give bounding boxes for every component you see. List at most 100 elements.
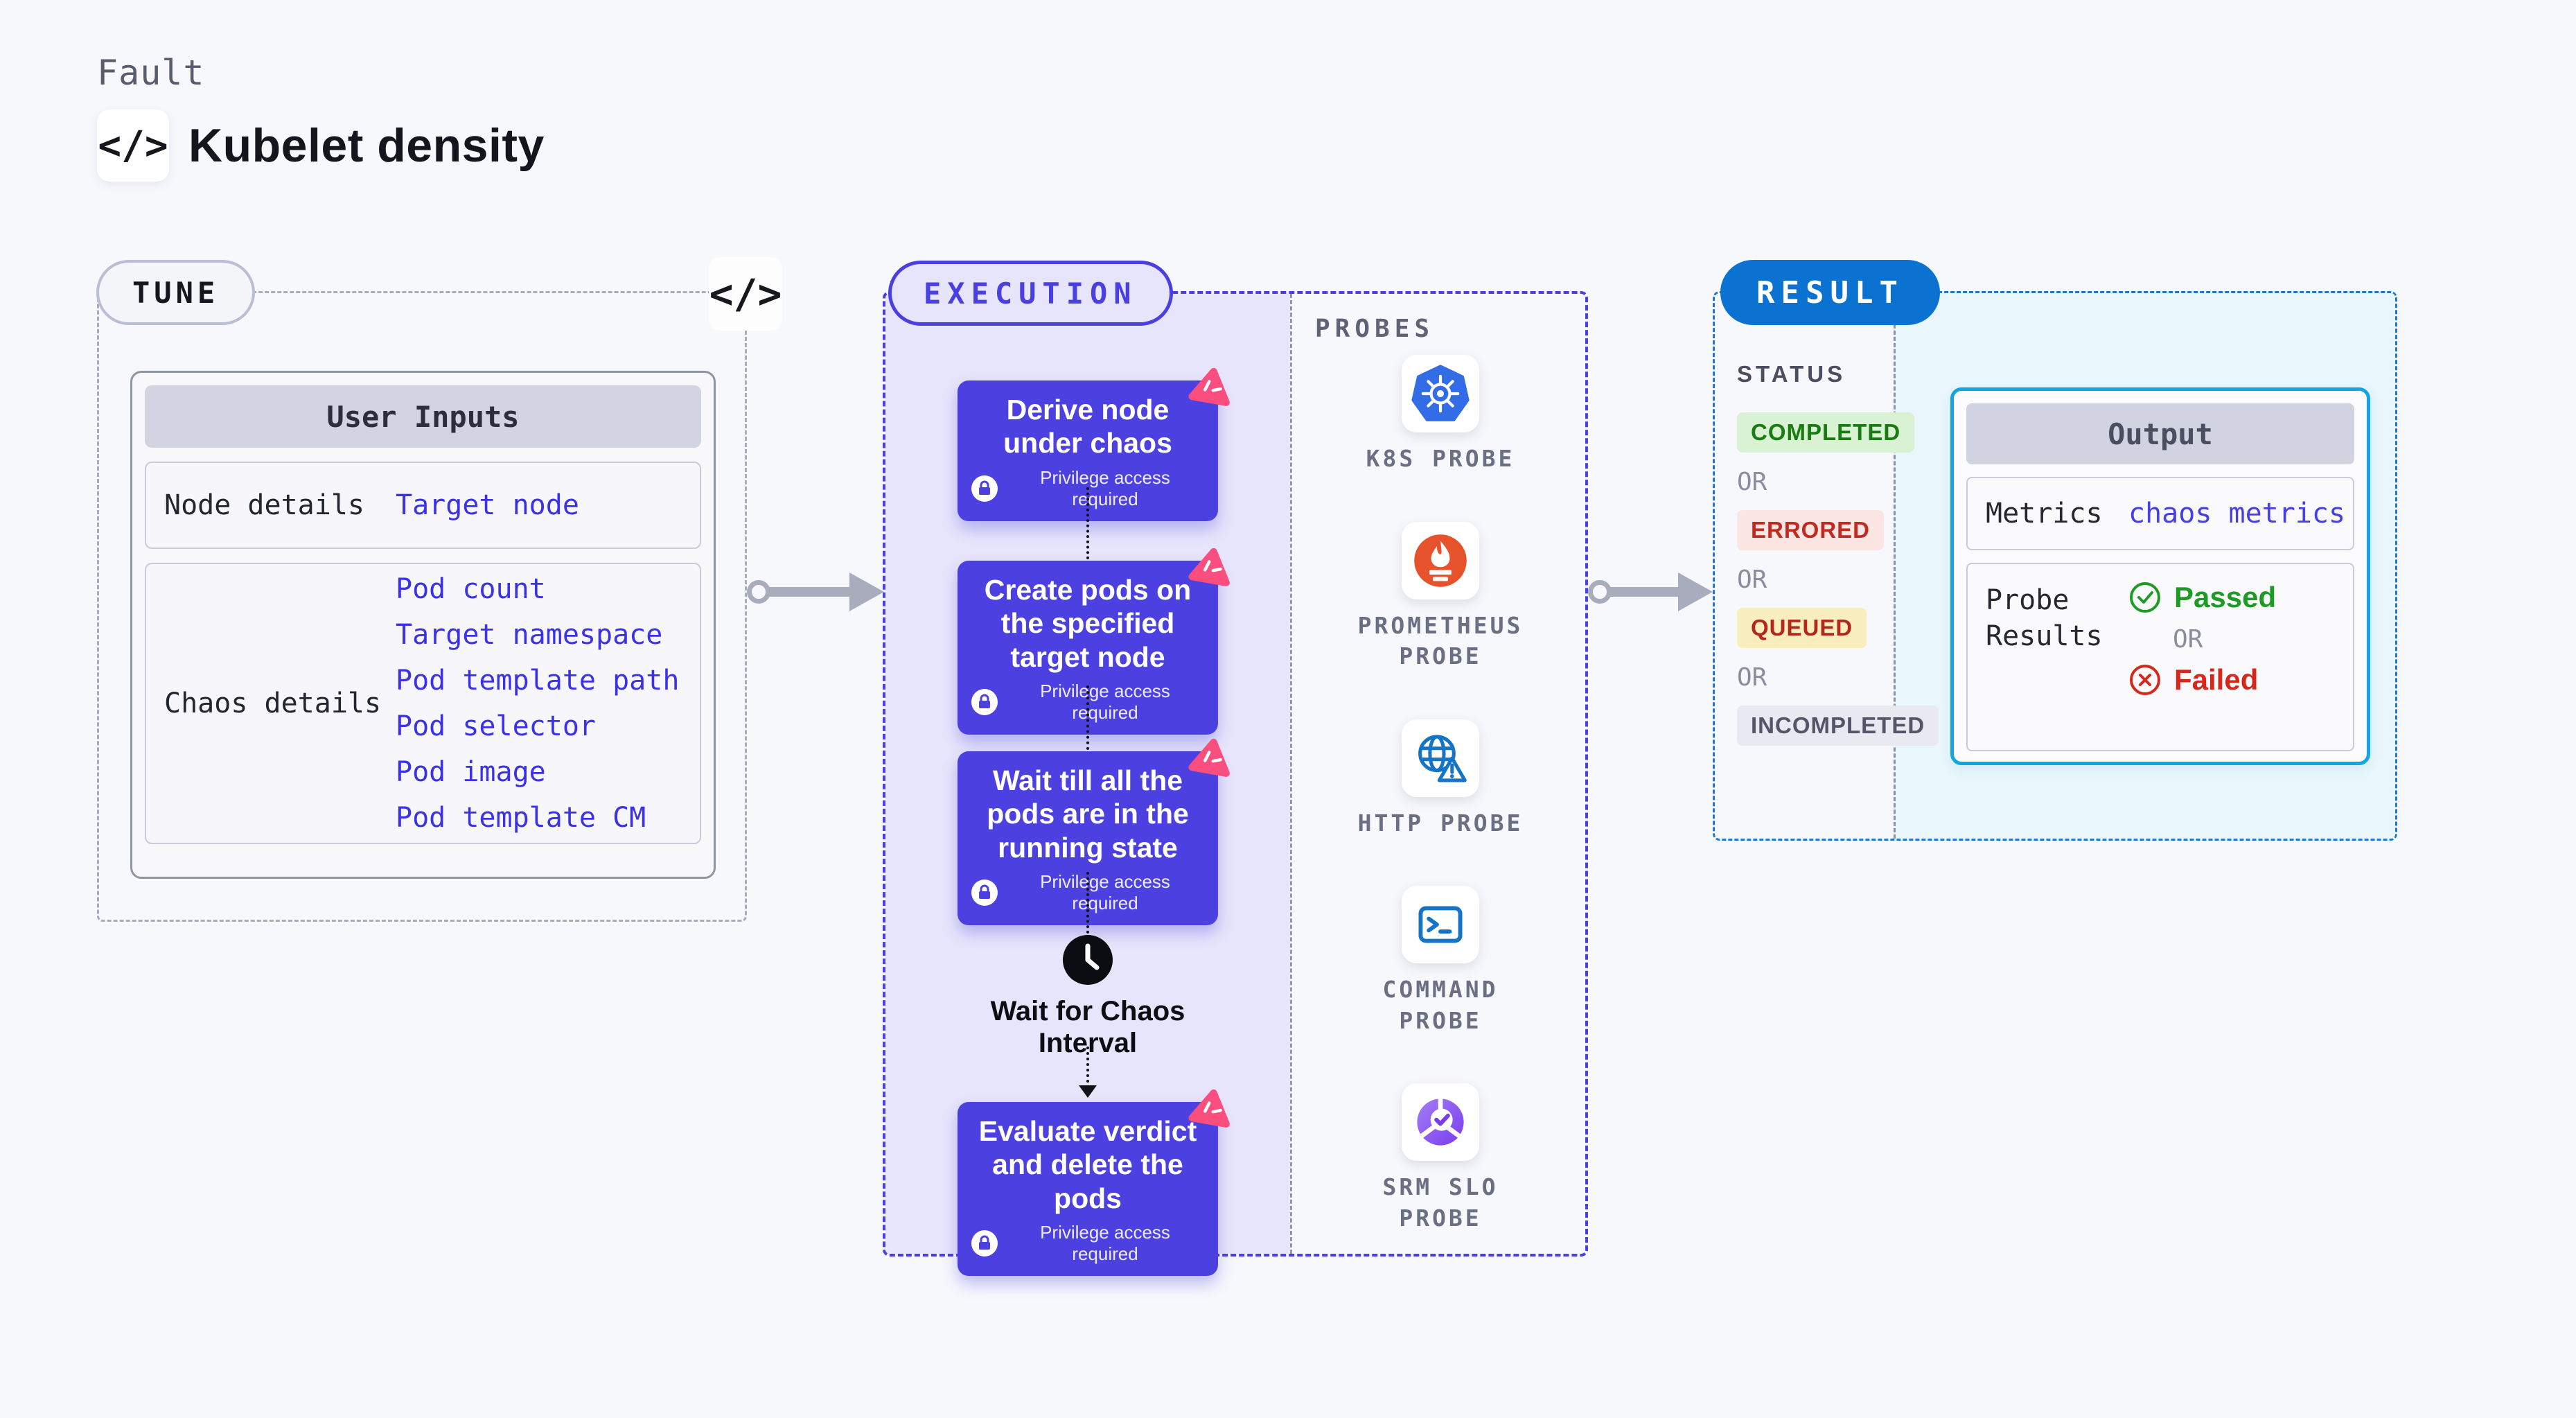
table-row: Chaos details Pod count Target namespace… xyxy=(145,563,701,844)
status-badge-incompleted: INCOMPLETED xyxy=(1737,706,1939,746)
step-title: Derive node under chaos xyxy=(1003,394,1172,459)
probe-card[interactable] xyxy=(1402,521,1479,599)
or-label: OR xyxy=(1737,566,1767,594)
step-title: Wait till all the pods are in the runnin… xyxy=(987,764,1189,864)
chaos-logo-icon xyxy=(1188,1089,1230,1128)
probe-item-prometheus: PROMETHEUS PROBE xyxy=(1347,521,1534,672)
probe-item-command: COMMAND PROBE xyxy=(1347,886,1534,1036)
status-badge-errored: ERRORED xyxy=(1737,510,1885,550)
link-pod-image[interactable]: Pod image xyxy=(396,756,546,788)
lock-icon xyxy=(971,1230,998,1257)
link-pod-count[interactable]: Pod count xyxy=(396,573,546,605)
probe-card[interactable] xyxy=(1402,1083,1479,1162)
arrow-head-icon xyxy=(1678,572,1713,611)
status-badge-completed: COMPLETED xyxy=(1737,412,1915,453)
flow-arrow-tune-to-execution xyxy=(747,570,884,614)
step-title: Create pods on the specified target node xyxy=(984,574,1192,673)
link-pod-template-path[interactable]: Pod template path xyxy=(396,665,680,697)
tune-section: TUNE </> User Inputs Node details Target… xyxy=(96,257,782,922)
globe-warning-icon xyxy=(1418,735,1467,782)
probes-divider xyxy=(1290,294,1292,1254)
page-header: </> Kubelet density xyxy=(97,110,545,182)
link-target-node[interactable]: Target node xyxy=(396,489,579,521)
arrow-start-dot xyxy=(747,580,770,604)
probe-label: SRM SLO PROBE xyxy=(1382,1173,1499,1232)
x-circle-icon xyxy=(2130,665,2160,695)
step-connector xyxy=(1086,685,1089,750)
metrics-label: Metrics xyxy=(1986,498,2103,529)
probes-section: PROBES K8S P xyxy=(1290,294,1591,1254)
metrics-row: Metrics chaos metrics xyxy=(1966,477,2354,550)
lock-icon xyxy=(971,879,998,907)
link-target-namespace[interactable]: Target namespace xyxy=(396,619,663,651)
slo-donut-icon xyxy=(1417,1098,1464,1146)
probe-label: K8S PROBE xyxy=(1366,445,1515,472)
row-links: Target node xyxy=(396,463,700,548)
probe-label: PROMETHEUS PROBE xyxy=(1357,611,1524,670)
chaos-logo-icon xyxy=(1188,548,1230,586)
probe-list: K8S PROBE PROMETHEUS PROBE xyxy=(1290,355,1591,1234)
probe-results-label: Probe Results xyxy=(1986,584,2103,652)
or-label: OR xyxy=(2173,625,2203,654)
privilege-label: Privilege access required xyxy=(1040,681,1170,724)
prometheus-icon xyxy=(1414,534,1467,587)
code-icon: </> xyxy=(97,110,169,182)
probe-verdicts: Passed OR Failed xyxy=(2128,564,2276,750)
probe-card[interactable] xyxy=(1402,355,1479,432)
arrow-line xyxy=(768,587,852,597)
probe-item-http: HTTP PROBE xyxy=(1347,719,1534,839)
terminal-icon xyxy=(1418,906,1463,943)
arrow-down-icon xyxy=(1079,1085,1097,1098)
step-create-pods: Create pods on the specified target node… xyxy=(958,548,1230,735)
output-title: Output xyxy=(1966,403,2354,464)
table-row: Node details Target node xyxy=(145,462,701,549)
link-pod-template-cm[interactable]: Pod template CM xyxy=(396,802,646,834)
row-label-node-details: Node details xyxy=(164,489,364,521)
chaos-logo-icon xyxy=(1188,367,1230,406)
page-title: Kubelet density xyxy=(188,119,545,172)
failed-label: Failed xyxy=(2174,663,2259,696)
probe-item-k8s: K8S PROBE xyxy=(1347,355,1534,475)
privilege-badge: Privilege access required xyxy=(971,1222,1204,1265)
verdict-passed: Passed xyxy=(2128,581,2276,614)
user-inputs-card: User Inputs Node details Target node Cha… xyxy=(130,371,716,879)
probe-card[interactable] xyxy=(1402,719,1479,797)
tune-pill: TUNE xyxy=(96,260,256,325)
privilege-label: Privilege access required xyxy=(1040,1222,1170,1265)
probes-title: PROBES xyxy=(1315,315,1435,343)
arrow-line xyxy=(1609,587,1681,597)
result-section: RESULT STATUS COMPLETED OR ERRORED OR QU… xyxy=(1713,260,2397,841)
step-connector xyxy=(1086,1047,1089,1088)
step-evaluate-verdict: Evaluate verdict and delete the pods Pri… xyxy=(958,1089,1230,1277)
check-circle-icon xyxy=(2130,582,2160,613)
or-label: OR xyxy=(1737,468,1767,496)
arrow-start-dot xyxy=(1588,580,1612,604)
code-icon: </> xyxy=(709,257,782,331)
lock-icon xyxy=(971,475,998,502)
privilege-badge: Privilege access required xyxy=(971,681,1204,724)
result-divider xyxy=(1894,293,1896,839)
output-card: Output Metrics chaos metrics Probe Resul… xyxy=(1950,387,2370,765)
execution-pill: EXECUTION xyxy=(888,261,1173,326)
or-label: OR xyxy=(1737,663,1767,692)
result-pill: RESULT xyxy=(1720,260,1940,325)
status-badge-queued: QUEUED xyxy=(1737,608,1867,648)
verdict-failed: Failed xyxy=(2128,663,2276,697)
step-title: Evaluate verdict and delete the pods xyxy=(978,1115,1197,1214)
step-connector xyxy=(1086,872,1089,934)
link-pod-selector[interactable]: Pod selector xyxy=(396,710,596,742)
arrow-head-icon xyxy=(849,572,884,611)
link-chaos-metrics[interactable]: chaos metrics xyxy=(2128,498,2346,529)
clock-icon xyxy=(1063,935,1113,985)
passed-label: Passed xyxy=(2174,581,2277,613)
probe-results-row: Probe Results Passed OR Failed xyxy=(1966,563,2354,751)
privilege-badge: Privilege access required xyxy=(971,467,1204,510)
status-title: STATUS xyxy=(1737,361,1846,387)
page-kicker: Fault xyxy=(97,53,205,93)
flow-arrow-probes-to-result xyxy=(1588,570,1713,614)
row-label-chaos-details: Chaos details xyxy=(164,688,382,719)
lock-icon xyxy=(971,689,998,716)
privilege-label: Privilege access required xyxy=(1040,466,1170,509)
kubernetes-icon xyxy=(1411,365,1470,421)
probe-card[interactable] xyxy=(1402,886,1479,964)
